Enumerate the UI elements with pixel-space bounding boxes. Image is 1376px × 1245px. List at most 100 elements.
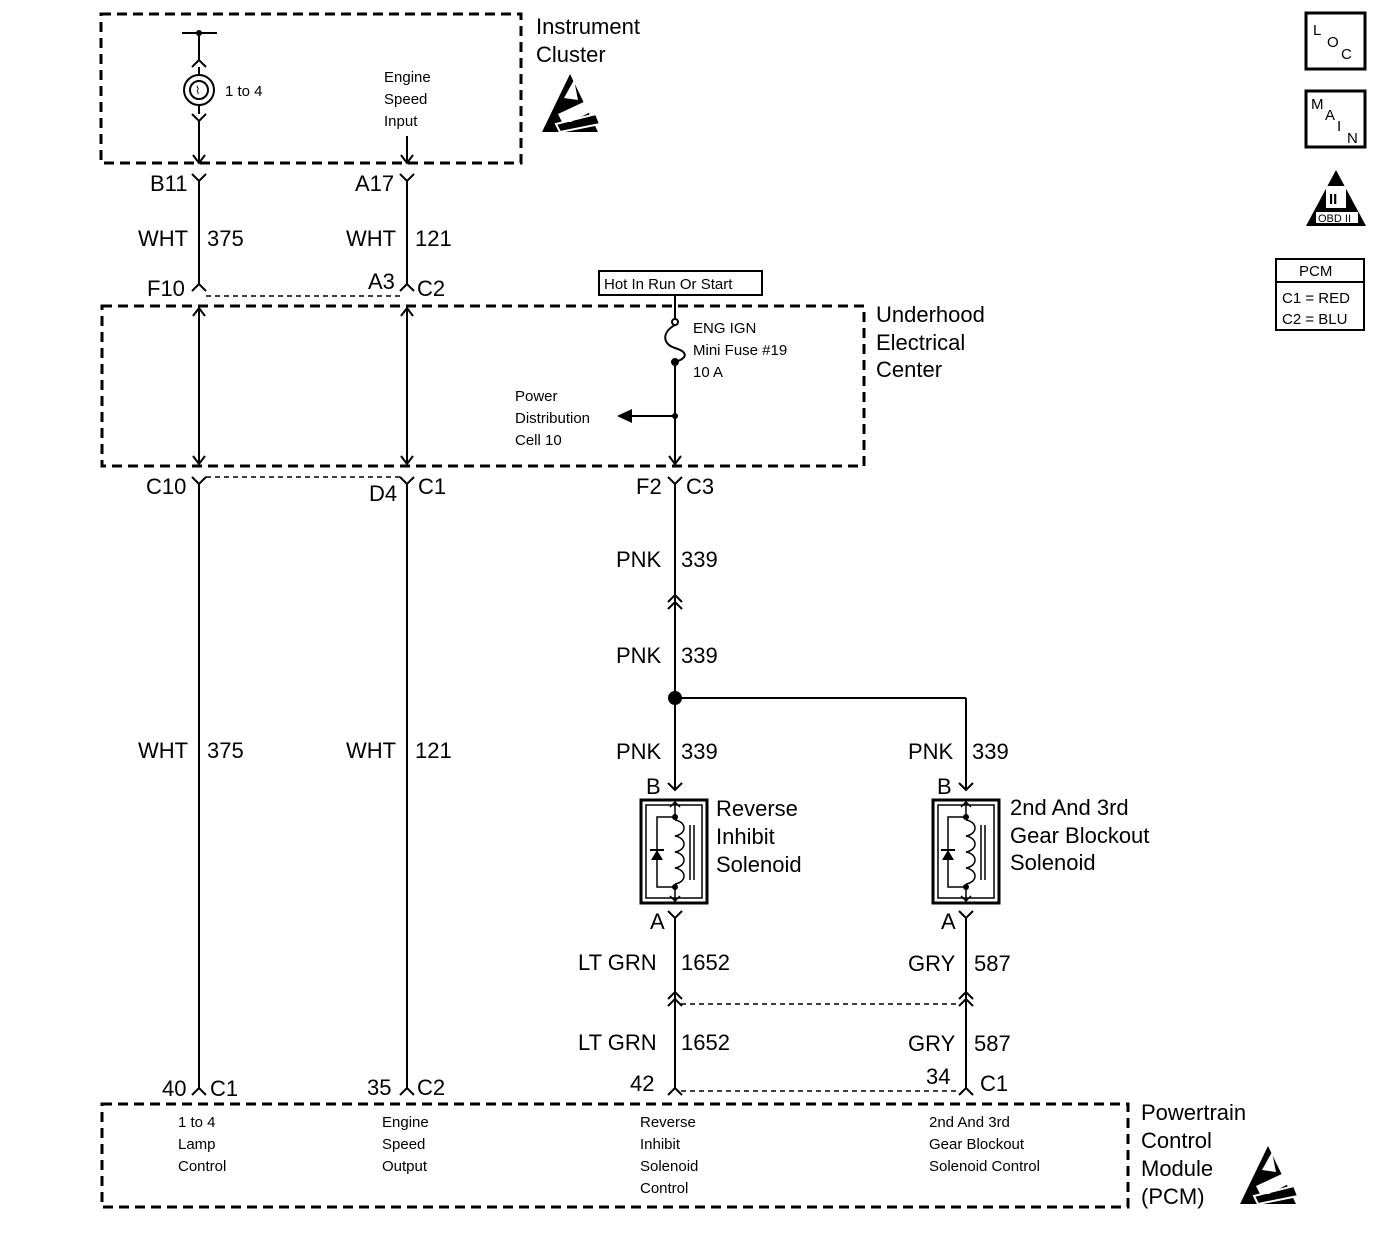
reverse-solenoid-label: Reverse	[716, 796, 798, 821]
gear-solenoid-label-3: Solenoid	[1010, 850, 1096, 875]
circuit-587: 587	[974, 1031, 1011, 1056]
svg-text:PCM: PCM	[1299, 263, 1332, 280]
pin-c2-top: C2	[417, 276, 445, 301]
obd-ii-icon[interactable]: II OBD II	[1306, 170, 1366, 226]
svg-text:I: I	[1337, 118, 1341, 135]
circuit-121: 121	[415, 738, 452, 763]
pin-a3: A3	[368, 269, 395, 294]
pin-f2: F2	[636, 474, 662, 499]
pcm-label-2: Control	[1141, 1128, 1212, 1153]
wire-339-column	[667, 476, 974, 792]
circuit-1652: 1652	[681, 950, 730, 975]
uec-box	[100, 304, 866, 468]
esd-warning-icon	[1239, 1145, 1299, 1205]
fuse-icon	[630, 295, 686, 466]
loc-icon[interactable]: L O C	[1304, 11, 1367, 71]
wire-color-ltgrn: LT GRN	[578, 1030, 657, 1055]
power-distribution-label-3: Cell 10	[515, 432, 562, 449]
pcm-function-reverse-3: Solenoid	[640, 1158, 698, 1175]
wire-color-wht: WHT	[346, 738, 396, 763]
uec-label: Underhood	[876, 302, 985, 327]
pcm-connector-legend: PCM C1 = RED C2 = BLU	[1275, 258, 1365, 331]
wire-color-wht: WHT	[138, 226, 188, 251]
uec-label-3: Center	[876, 357, 942, 382]
circuit-339: 339	[972, 739, 1009, 764]
circuit-121: 121	[415, 226, 452, 251]
diode-icon	[941, 849, 955, 860]
svg-text:C2 = BLU: C2 = BLU	[1282, 311, 1347, 328]
wire-375-column	[191, 173, 207, 1096]
hot-in-run-label-box	[598, 270, 763, 296]
wire-color-pnk: PNK	[908, 739, 954, 764]
svg-text:C: C	[1341, 46, 1352, 63]
pin-34: 34	[926, 1064, 950, 1089]
pin-40: 40	[162, 1076, 186, 1101]
pin-c2-pcm: C2	[417, 1075, 445, 1100]
esd-warning-icon	[541, 73, 601, 133]
pcm-label-4: (PCM)	[1141, 1184, 1205, 1209]
svg-text:A: A	[1325, 107, 1335, 124]
wire-color-pnk: PNK	[616, 739, 662, 764]
instrument-cluster-label: Instrument	[536, 14, 640, 39]
circuit-339: 339	[681, 739, 718, 764]
pin-c3: C3	[686, 474, 714, 499]
pin-a17: A17	[355, 171, 394, 196]
wire-color-gry: GRY	[908, 951, 956, 976]
pin-b11: B11	[150, 171, 188, 196]
reverse-inhibit-solenoid	[639, 798, 709, 905]
wire-color-pnk: PNK	[616, 643, 662, 668]
wire-color-ltgrn: LT GRN	[578, 950, 657, 975]
svg-text:L: L	[1313, 22, 1321, 39]
wire-color-wht: WHT	[138, 738, 188, 763]
wire-587-column	[958, 910, 974, 1096]
pin-d4: D4	[369, 481, 397, 506]
pin-reverse-a: A	[650, 909, 665, 934]
main-icon[interactable]: M A I N	[1304, 89, 1367, 149]
svg-text:O: O	[1327, 34, 1339, 51]
svg-text:C1 = RED: C1 = RED	[1282, 290, 1350, 307]
splice-point	[668, 691, 682, 705]
gear-blockout-solenoid	[931, 798, 1001, 905]
pin-c1-pcm-b: C1	[980, 1071, 1008, 1096]
circuit-339: 339	[681, 547, 718, 572]
wire-color-gry: GRY	[908, 1031, 956, 1056]
hot-in-run-label: Hot In Run Or Start	[604, 276, 733, 293]
pcm-function-reverse: Reverse	[640, 1114, 696, 1131]
power-distribution-arrow	[617, 409, 632, 423]
pin-gear-a: A	[941, 909, 956, 934]
circuit-375: 375	[207, 226, 244, 251]
pcm-label-3: Module	[1141, 1156, 1213, 1181]
lamp-circuit	[182, 32, 217, 165]
pin-35: 35	[367, 1075, 391, 1100]
power-distribution-label-2: Distribution	[515, 410, 590, 427]
pcm-function-speed-2: Speed	[382, 1136, 425, 1153]
lamp-ratio-label: 1 to 4	[225, 83, 263, 100]
gear-solenoid-label-2: Gear Blockout	[1010, 823, 1149, 848]
pin-c1-pcm: C1	[210, 1076, 238, 1101]
reverse-solenoid-label-2: Inhibit	[716, 824, 775, 849]
circuit-587: 587	[974, 951, 1011, 976]
circuit-375: 375	[207, 738, 244, 763]
pcm-function-reverse-2: Inhibit	[640, 1136, 681, 1153]
pin-reverse-b: B	[646, 774, 661, 799]
pcm-label: Powertrain	[1141, 1100, 1246, 1125]
pcm-function-gear: 2nd And 3rd	[929, 1114, 1010, 1131]
reverse-solenoid-label-3: Solenoid	[716, 852, 802, 877]
pcm-function-lamp: 1 to 4	[178, 1114, 216, 1131]
pcm-function-speed: Engine	[382, 1114, 429, 1131]
diode-icon	[650, 849, 664, 860]
pcm-function-gear-3: Solenoid Control	[929, 1158, 1040, 1175]
fuse-rating: 10 A	[693, 364, 723, 381]
pin-c1-mid: C1	[418, 474, 446, 499]
wire-1652-column	[667, 910, 683, 1096]
pcm-function-lamp-2: Lamp	[178, 1136, 216, 1153]
pcm-function-reverse-4: Control	[640, 1180, 688, 1197]
pcm-function-lamp-3: Control	[178, 1158, 226, 1175]
uec-label-2: Electrical	[876, 330, 965, 355]
pin-gear-b: B	[937, 774, 952, 799]
pcm-box	[100, 1102, 1130, 1209]
wire-color-pnk: PNK	[616, 547, 662, 572]
instrument-cluster-label-2: Cluster	[536, 42, 606, 67]
fuse-name: ENG IGN	[693, 320, 756, 337]
